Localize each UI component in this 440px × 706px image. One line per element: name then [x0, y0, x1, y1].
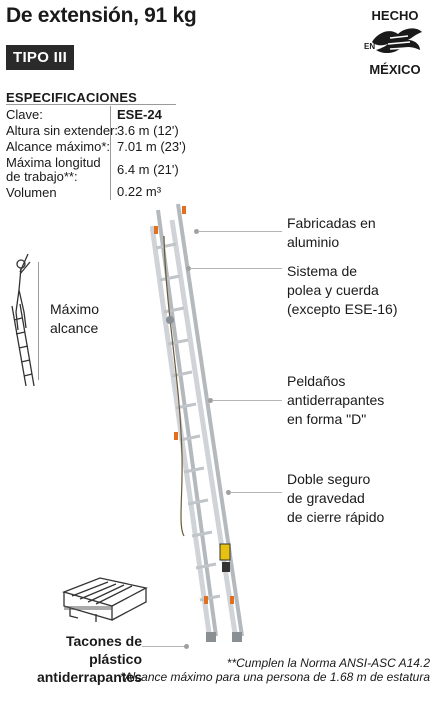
callout-aluminio-line2: aluminio: [287, 234, 340, 250]
spec-label-longitud: Máxima longitud: [6, 155, 101, 170]
callout-peldanos-line1: Peldaños: [287, 373, 346, 389]
eagle-logo-icon: [372, 28, 422, 53]
spec-label-altura: Altura sin extender:: [6, 123, 119, 138]
spec-label-longitud-cont: de trabajo**:: [6, 169, 78, 184]
spec-label-volumen: Volumen: [6, 185, 57, 200]
callout-dot-feet: [184, 644, 189, 649]
callout-line-aluminio: [198, 231, 282, 232]
callout-peldanos-line3: en forma "D": [287, 411, 367, 427]
reach-bracket: [38, 262, 39, 380]
made-in-mexico-badge: HECHO EN MÉXICO: [360, 8, 430, 77]
spec-value-altura: 3.6 m (12'): [117, 123, 179, 138]
callout-line-peldanos: [212, 400, 282, 401]
spec-label-clave: Clave:: [6, 107, 43, 122]
callout-aluminio-line1: Fabricadas en: [287, 215, 376, 231]
extension-ladder-illustration: [150, 203, 244, 642]
callout-dot-seguro: [226, 490, 231, 495]
callout-aluminio: Fabricadas en aluminio: [287, 214, 376, 252]
plastic-feet-detail-icon: [61, 577, 148, 622]
specs-column-divider: [110, 106, 111, 200]
plastic-feet-line1: Tacones de plástico: [66, 633, 142, 667]
callout-polea: Sistema de polea y cuerda (excepto ESE-1…: [287, 262, 398, 319]
callout-dot-peldanos: [208, 398, 213, 403]
callout-seguro: Doble seguro de gravedad de cierre rápid…: [287, 470, 384, 527]
climber-figure-icon: [11, 253, 35, 387]
badge-bottom-text: MÉXICO: [369, 62, 421, 77]
specs-heading: ESPECIFICACIONES: [6, 90, 138, 105]
spec-value-volumen: 0.22 m³: [117, 184, 162, 199]
badge-top-text: HECHO: [371, 8, 419, 23]
max-reach-label: Máximo alcance: [50, 300, 99, 338]
callout-line-feet: [142, 646, 186, 647]
callout-polea-line3: (excepto ESE-16): [287, 301, 398, 317]
callout-line-seguro: [230, 492, 282, 493]
type-badge: TIPO III: [6, 45, 75, 70]
callout-line-polea: [190, 268, 282, 269]
callout-polea-line2: polea y cuerda: [287, 282, 379, 298]
spec-value-clave: ESE-24: [117, 107, 162, 122]
page-title: De extensión, 91 kg: [6, 4, 197, 27]
specs-divider: [6, 104, 176, 105]
callout-seguro-line3: de cierre rápido: [287, 509, 385, 525]
callout-seguro-line2: de gravedad: [287, 490, 365, 506]
callout-dot-polea: [186, 266, 191, 271]
spec-value-longitud: 6.4 m (21'): [117, 162, 179, 177]
spec-value-alcance: 7.01 m (23'): [117, 139, 186, 154]
badge-en-text: EN: [364, 42, 376, 51]
plastic-feet-label: Tacones de plástico antiderrapantes: [22, 632, 142, 686]
plastic-feet-line2: antiderrapantes: [36, 669, 142, 685]
footnote-ansi: **Cumplen la Norma ANSI-ASC A14.2: [226, 656, 430, 670]
footnote-reach: *Alcance máximo para una persona de 1.68…: [119, 670, 430, 684]
max-reach-line1: Máximo: [50, 301, 100, 317]
max-reach-line2: alcance: [50, 320, 99, 336]
callout-peldanos: Peldaños antiderrapantes en forma "D": [287, 372, 384, 429]
callout-peldanos-line2: antiderrapantes: [287, 392, 385, 408]
callout-dot-aluminio: [194, 229, 199, 234]
callout-polea-line1: Sistema de: [287, 263, 358, 279]
callout-seguro-line1: Doble seguro: [287, 471, 371, 487]
spec-label-alcance: Alcance máximo*:: [6, 139, 111, 154]
